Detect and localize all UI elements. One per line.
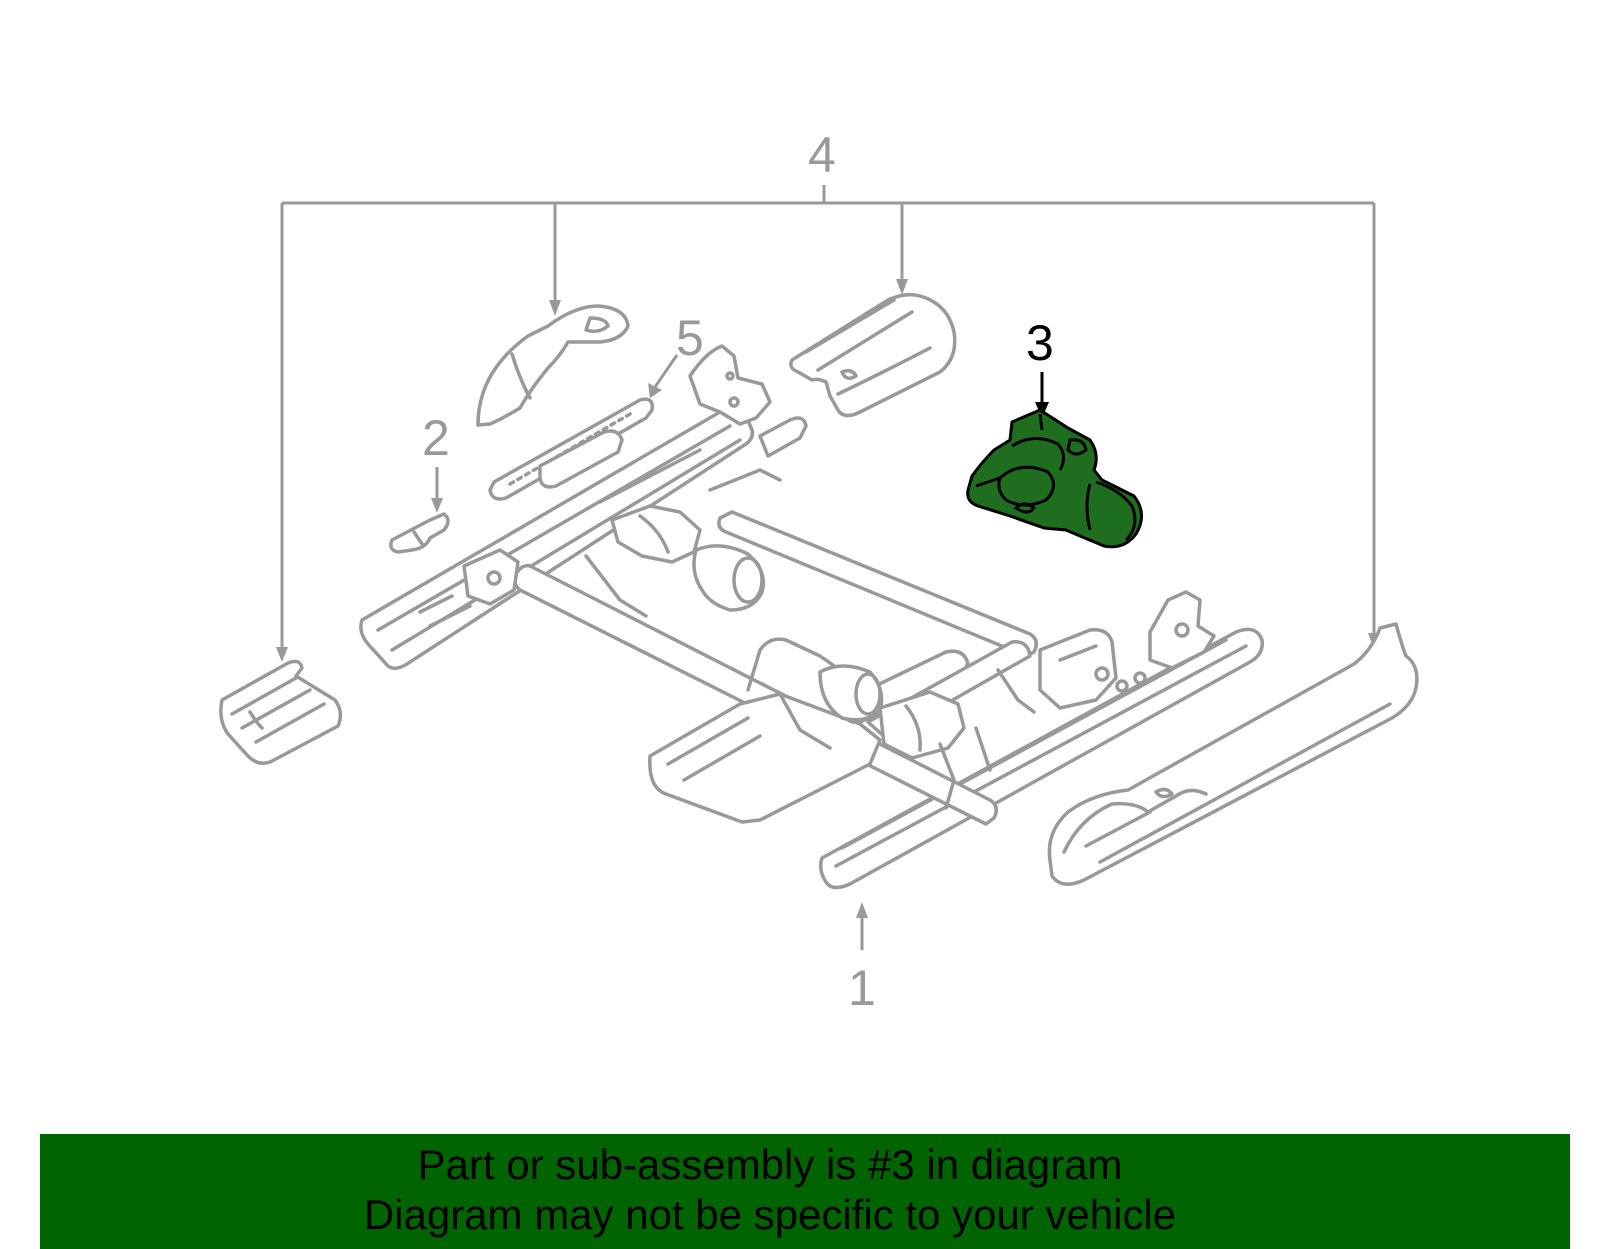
callout-number-2: 2 — [422, 410, 450, 466]
parts-diagram: 4 5 2 1 3 — [219, 127, 1419, 1016]
part-1-seat-track-frame — [359, 344, 1264, 890]
callout-number-3: 3 — [1026, 315, 1054, 371]
callout-5-leader — [648, 354, 679, 398]
banner-line-2: Diagram may not be specific to your vehi… — [363, 1191, 1177, 1238]
callout-number-4: 4 — [808, 127, 836, 183]
banner-line-1: Part or sub-assembly is #3 in diagram — [417, 1141, 1123, 1188]
callout-number-1: 1 — [848, 960, 876, 1016]
callout-number-5: 5 — [676, 310, 704, 366]
callout-1-leader — [856, 902, 868, 950]
part-4-rear-right-cover — [789, 292, 957, 418]
part-4-front-right-cover — [1047, 622, 1419, 886]
info-banner: Part or sub-assembly is #3 in diagram Di… — [40, 1134, 1570, 1249]
part-2-clip — [389, 512, 450, 554]
part-3-seat-motor — [966, 408, 1143, 549]
part-4-front-left-cover — [476, 304, 630, 427]
callout-2-leader — [431, 467, 443, 513]
callout-4-leader — [276, 185, 1380, 662]
part-4-rear-left-cover — [219, 659, 343, 765]
